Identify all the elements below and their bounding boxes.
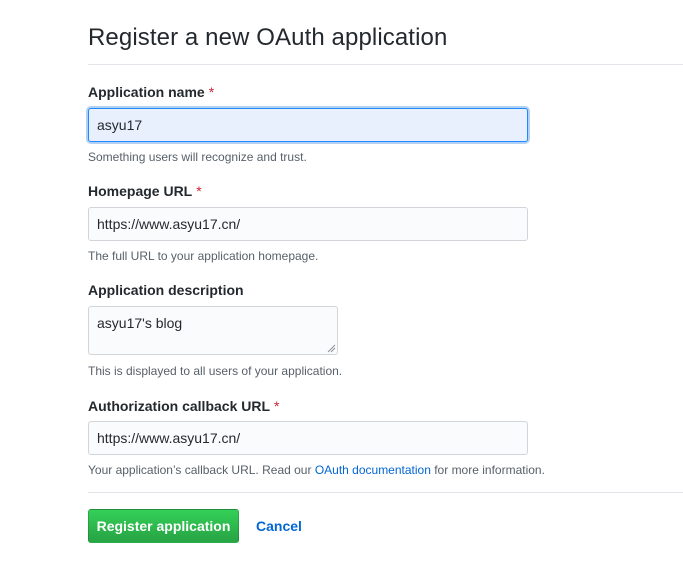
- callback-url-note-tail: for more information.: [430, 463, 545, 477]
- page-title: Register a new OAuth application: [88, 24, 448, 51]
- description-textarea[interactable]: asyu17's blog: [88, 306, 338, 355]
- form-divider: [88, 492, 683, 493]
- app-name-note: Something users will recognize and trust…: [88, 150, 307, 164]
- title-divider: [88, 64, 683, 65]
- register-application-button[interactable]: Register application: [88, 509, 239, 543]
- description-label: Application description: [88, 282, 244, 298]
- oauth-documentation-link[interactable]: OAuth documentation: [314, 463, 431, 477]
- app-name-label-text: Application name: [88, 84, 205, 100]
- callback-url-note: Your application’s callback URL. Read ou…: [88, 463, 545, 477]
- description-note: This is displayed to all users of your a…: [88, 364, 343, 378]
- required-mark: *: [196, 183, 202, 199]
- required-mark: *: [208, 84, 215, 100]
- homepage-url-label-text: Homepage URL: [88, 183, 193, 199]
- callback-url-label: Authorization callback URL*: [88, 398, 279, 414]
- callback-url-label-text: Authorization callback URL: [88, 398, 271, 414]
- callback-url-input[interactable]: [88, 421, 528, 455]
- homepage-url-label: Homepage URL*: [88, 183, 202, 199]
- homepage-url-input[interactable]: [88, 207, 528, 241]
- resize-grip-icon[interactable]: [327, 344, 336, 353]
- required-mark: *: [274, 398, 280, 414]
- homepage-url-note: The full URL to your application homepag…: [88, 249, 319, 263]
- app-name-label: Application name*: [88, 84, 214, 100]
- cancel-link[interactable]: Cancel: [256, 518, 302, 534]
- app-name-input[interactable]: [88, 108, 528, 142]
- callback-url-note-text: Your application’s callback URL. Read ou…: [88, 463, 315, 477]
